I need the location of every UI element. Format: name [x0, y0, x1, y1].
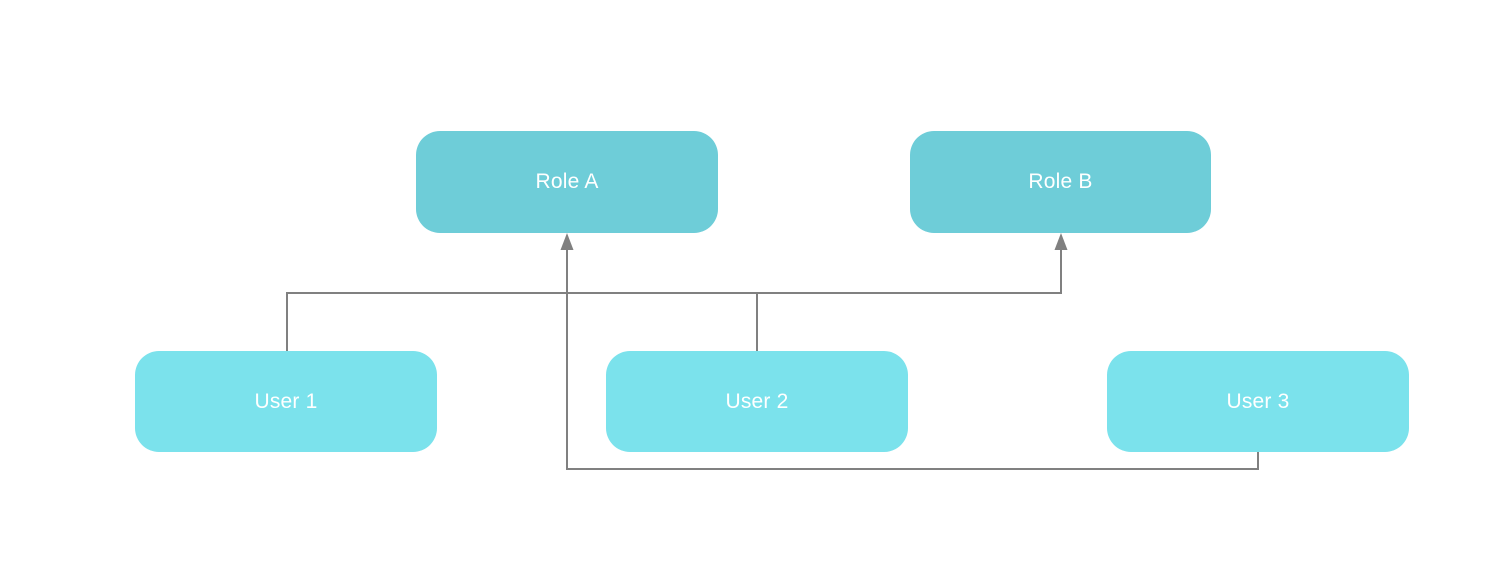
node-user-3-label: User 3: [1226, 389, 1290, 413]
node-user-2-label: User 2: [725, 389, 789, 413]
arrowhead-into-role-a-icon: [560, 233, 574, 250]
node-user-3: User 3: [1107, 351, 1409, 452]
node-role-a: Role A: [416, 131, 718, 233]
node-user-1-label: User 1: [254, 389, 318, 413]
edge-user1-to-roleb-line: [286, 248, 1062, 351]
node-user-2: User 2: [606, 351, 908, 452]
node-role-b: Role B: [910, 131, 1211, 233]
node-user-1: User 1: [135, 351, 437, 452]
node-role-a-label: Role A: [535, 170, 599, 193]
node-role-b-label: Role B: [1028, 170, 1093, 193]
arrowhead-into-role-b-icon: [1054, 233, 1068, 250]
